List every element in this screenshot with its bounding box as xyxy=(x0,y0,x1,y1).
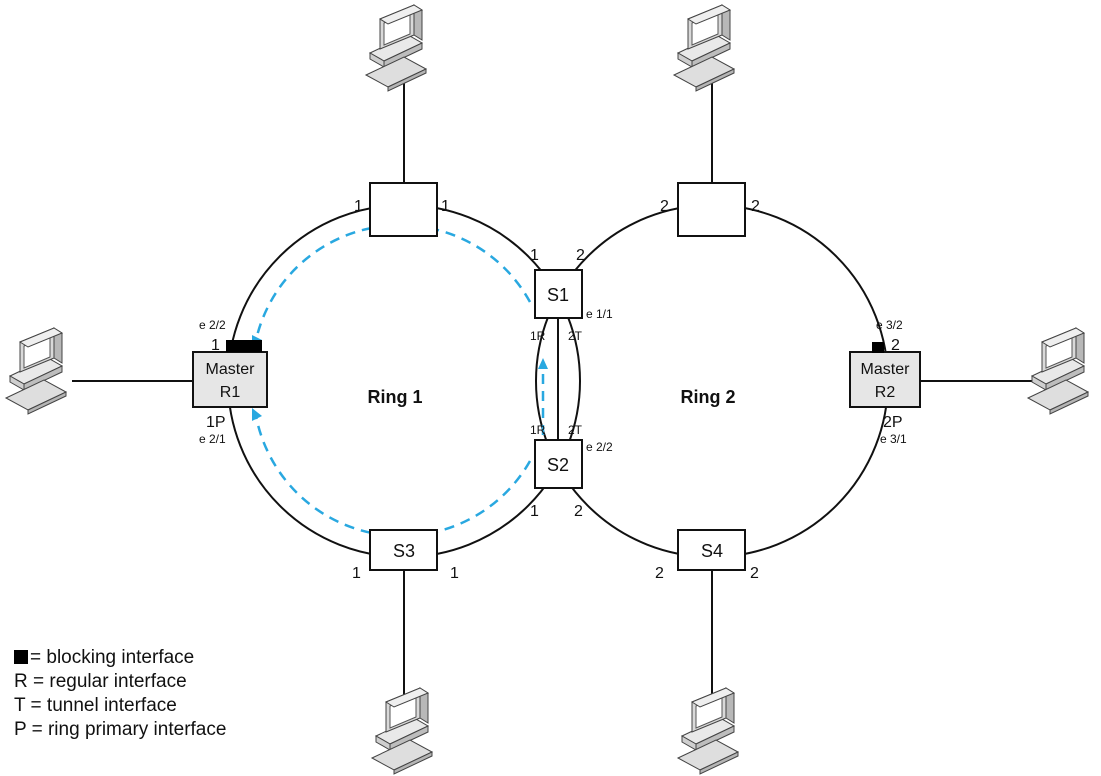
port-label: 2T xyxy=(568,329,583,343)
port-label: 1P xyxy=(206,414,226,431)
port-label: 2P xyxy=(883,414,903,431)
port-label: 1 xyxy=(450,565,459,582)
blocking-port-icon xyxy=(226,340,262,352)
ring-1-path xyxy=(227,204,581,558)
computer-icon[interactable] xyxy=(1027,327,1089,415)
port-label: 1 xyxy=(352,565,361,582)
master-r2-line2: R2 xyxy=(875,384,896,401)
legend-item-blocking: = blocking interface xyxy=(14,646,226,670)
port-label: 1 xyxy=(354,198,363,215)
interface-label: e 2/2 xyxy=(586,440,613,454)
legend-text: = blocking interface xyxy=(30,647,195,668)
legend-text: T = tunnel interface xyxy=(14,695,177,716)
master-r1-line1: Master xyxy=(206,361,256,378)
switch-s2-label: S2 xyxy=(547,455,569,475)
port-label: 1 xyxy=(211,337,220,354)
blocking-port-icon xyxy=(872,342,884,353)
port-label: 2 xyxy=(660,198,669,215)
master-r1[interactable]: Master R1 xyxy=(192,351,268,408)
master-r1-line2: R1 xyxy=(220,384,241,401)
legend-item-regular: R = regular interface xyxy=(14,670,226,694)
switch-s4[interactable]: S4 xyxy=(677,529,746,571)
port-label: 1 xyxy=(530,503,539,520)
switch-s2[interactable]: S2 xyxy=(534,439,583,489)
master-r2[interactable]: Master R2 xyxy=(849,351,921,408)
port-label: 2 xyxy=(750,565,759,582)
legend-item-tunnel: T = tunnel interface xyxy=(14,694,226,718)
port-label: 2 xyxy=(655,565,664,582)
port-label: 2 xyxy=(574,503,583,520)
port-label: 1R xyxy=(530,423,546,437)
legend: = blocking interface R = regular interfa… xyxy=(14,646,226,742)
switch-top-left[interactable] xyxy=(369,182,438,237)
port-label: 2 xyxy=(576,247,585,264)
computer-icon[interactable] xyxy=(371,687,433,775)
rhp-arrowhead-r1-bottom xyxy=(252,408,262,421)
interface-label: e 1/1 xyxy=(586,307,613,321)
port-label: 2 xyxy=(751,198,760,215)
computer-icon[interactable] xyxy=(365,4,427,92)
port-label: 1 xyxy=(530,247,539,264)
rhp-arrowhead-up xyxy=(538,358,548,369)
ring-2-title: Ring 2 xyxy=(680,387,735,407)
rhp-path-bottom xyxy=(254,415,532,538)
interface-label: e 2/1 xyxy=(199,432,226,446)
port-label: 1R xyxy=(530,329,546,343)
interface-label: e 2/2 xyxy=(199,318,226,332)
interface-label: e 3/2 xyxy=(876,318,903,332)
switch-s4-label: S4 xyxy=(701,541,723,561)
computer-icon[interactable] xyxy=(673,4,735,92)
switch-s1[interactable]: S1 xyxy=(534,269,583,319)
switch-s3[interactable]: S3 xyxy=(369,529,438,571)
interface-label: e 3/1 xyxy=(880,432,907,446)
legend-item-primary: P = ring primary interface xyxy=(14,718,226,742)
legend-text: R = regular interface xyxy=(14,671,187,692)
computer-icon[interactable] xyxy=(677,687,739,775)
ring-1-title: Ring 1 xyxy=(367,387,422,407)
port-label: 2T xyxy=(568,423,583,437)
computer-icon[interactable] xyxy=(5,327,67,415)
blocking-square-icon xyxy=(14,650,28,664)
port-label: 2 xyxy=(891,337,900,354)
switch-top-right[interactable] xyxy=(677,182,746,237)
master-r2-line1: Master xyxy=(861,361,911,378)
switch-s1-label: S1 xyxy=(547,285,569,305)
switch-s3-label: S3 xyxy=(393,541,415,561)
port-label: 1 xyxy=(441,198,450,215)
ring-2-path xyxy=(535,204,889,558)
legend-text: P = ring primary interface xyxy=(14,719,227,740)
